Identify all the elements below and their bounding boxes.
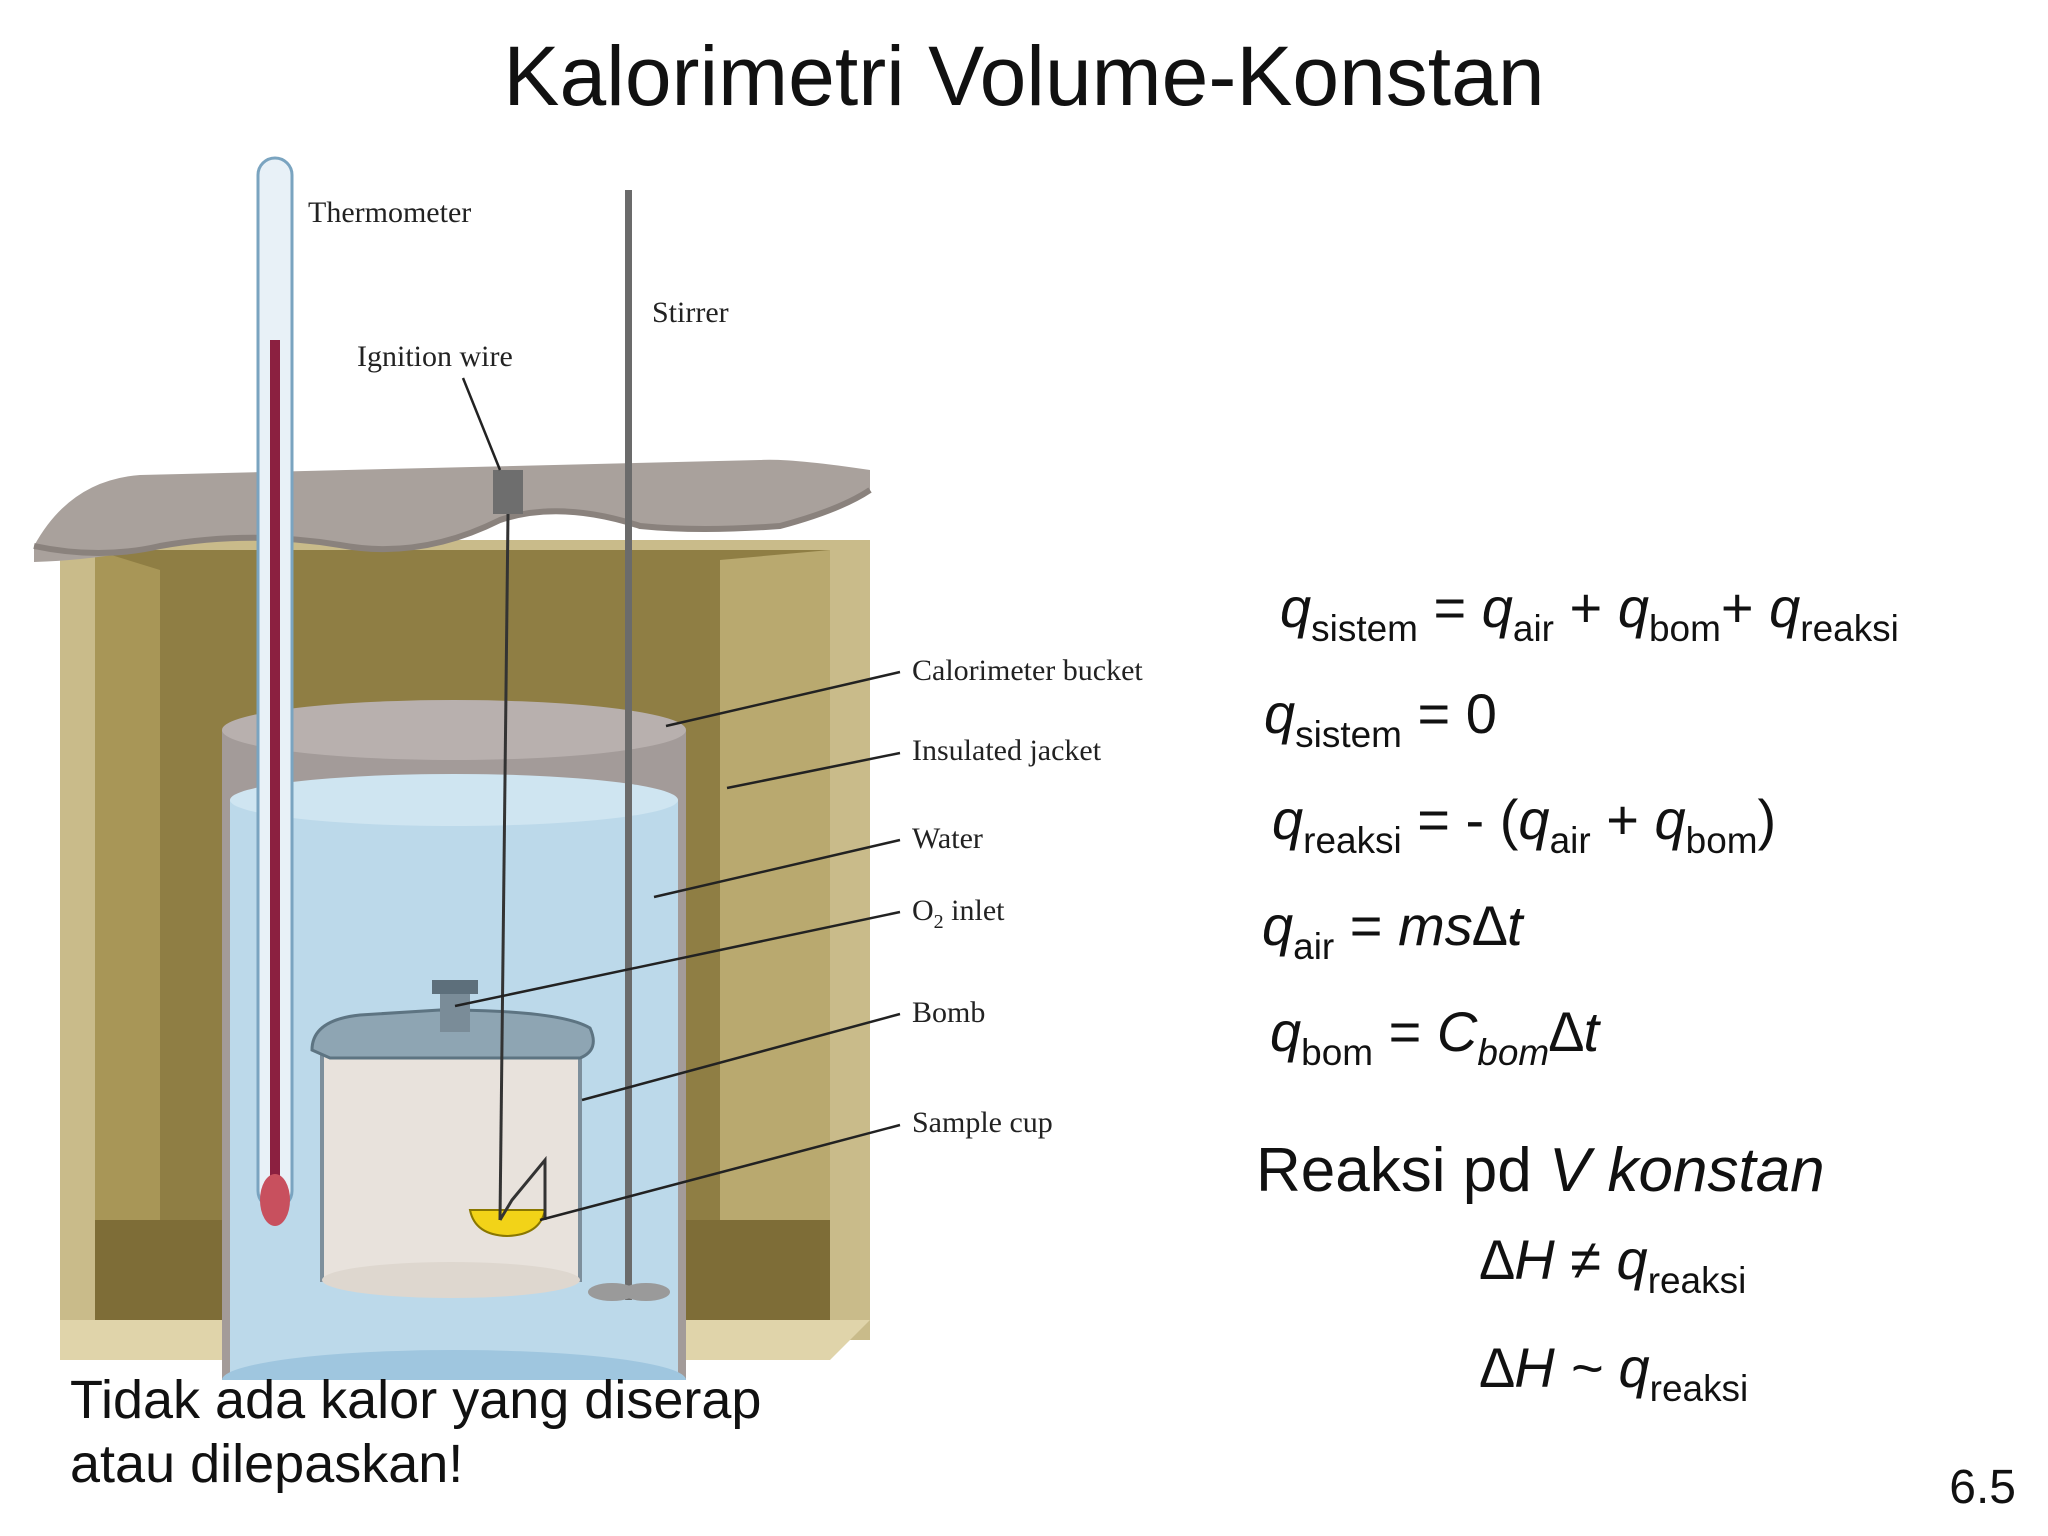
equation-q-sistem-sum: qsistem = qair + qbom+ qreaksi — [1280, 576, 1899, 650]
label-thermometer: Thermometer — [308, 196, 471, 229]
water-surface — [230, 774, 678, 826]
caption: Tidak ada kalor yang diserap atau dilepa… — [70, 1368, 761, 1496]
bomb-body — [320, 1038, 582, 1282]
label-ignition-wire: Ignition wire — [357, 340, 513, 373]
label-water: Water — [912, 822, 983, 855]
page-number: 6.5 — [1949, 1461, 2016, 1514]
reaction-line-approx: ∆H ~ qreaksi — [1480, 1336, 1749, 1410]
label-bomb: Bomb — [912, 996, 985, 1029]
o2-inlet-cap — [432, 980, 478, 994]
label-insulated-jacket: Insulated jacket — [912, 734, 1102, 767]
stirrer-blade-right — [622, 1283, 670, 1301]
bomb-calorimeter-diagram: Thermometer Stirrer Ignition wire Calori… — [33, 156, 1143, 1380]
label-stirrer: Stirrer — [652, 296, 729, 329]
bomb-base — [322, 1262, 580, 1298]
label-calorimeter-bucket: Calorimeter bucket — [912, 654, 1143, 687]
caption-line-2: atau dilepaskan! — [70, 1434, 464, 1494]
bucket-bottom — [222, 1350, 686, 1380]
ignition-wire — [498, 513, 510, 1221]
label-o2-inlet: O2 inlet — [912, 894, 1005, 933]
jacket-right-wall — [720, 550, 830, 1320]
equation-q-air: qair = ms∆t — [1262, 894, 1523, 968]
stirrer-rod — [625, 190, 632, 1300]
jacket-lid-edge — [33, 487, 872, 556]
thermometer-bulb — [260, 1174, 290, 1226]
leader-lines — [454, 377, 901, 1222]
slide-title: Kalorimetri Volume-Konstan — [503, 29, 1545, 123]
equation-q-reaksi: qreaksi = - (qair + qbom) — [1272, 788, 1777, 862]
stirrer-blade-left — [588, 1283, 636, 1301]
label-sample-cup: Sample cup — [912, 1106, 1053, 1139]
ignition-wire-connector — [493, 470, 523, 514]
reaction-heading: Reaksi pd V konstan — [1256, 1136, 1825, 1205]
o2-inlet-valve — [440, 990, 470, 1032]
ignition-wire-return — [498, 1155, 547, 1221]
reaction-line-not-equal: ∆H ≠ qreaksi — [1480, 1228, 1747, 1302]
jacket-left-wall — [95, 550, 160, 1320]
equation-q-bom: qbom = Cbom∆t — [1270, 1000, 1600, 1074]
bucket-rim — [222, 700, 686, 760]
thermometer-mercury — [270, 340, 280, 1180]
equation-q-sistem-zero: qsistem = 0 — [1264, 682, 1497, 756]
caption-line-1: Tidak ada kalor yang diserap — [70, 1370, 762, 1430]
bomb-lid — [310, 1008, 595, 1060]
